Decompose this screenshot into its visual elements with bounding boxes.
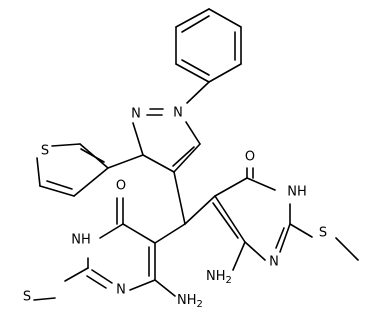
atom-label-nh-right: NH [287, 185, 307, 200]
pyrazole-ring [132, 81, 210, 173]
thiophene-ring [36, 143, 144, 197]
central-methine [154, 171, 216, 244]
atom-label-n-pyrazole-1: N [173, 106, 183, 121]
phenyl-ring [175, 8, 242, 83]
atom-label-o-left: O [116, 179, 126, 194]
nh2-right-main: NH [206, 269, 226, 284]
atom-label-nh-left: NH [71, 233, 91, 248]
atom-label-nh2-right: NH2 [206, 269, 232, 287]
atom-label-s-thiophene: S [41, 144, 49, 159]
atom-label-n-right: N [269, 255, 279, 270]
atom-label-nh2-left: NH2 [177, 293, 203, 311]
atom-label-s-left: S [23, 290, 31, 305]
nh2-left-subscript: 2 [197, 299, 203, 310]
nh2-right-subscript: 2 [226, 275, 232, 286]
atom-label-n-left: N [116, 283, 126, 298]
atom-labels: N N S O NH S N NH2 O NH S N NH2 [23, 106, 327, 311]
atom-label-n-pyrazole-2: N [131, 107, 141, 122]
right-pyrimidinone-ring [212, 167, 359, 271]
atom-label-o-right: O [245, 150, 255, 165]
nh2-left-main: NH [177, 293, 197, 308]
left-pyrimidinone-ring [33, 197, 176, 301]
atom-label-s-right: S [319, 226, 327, 241]
